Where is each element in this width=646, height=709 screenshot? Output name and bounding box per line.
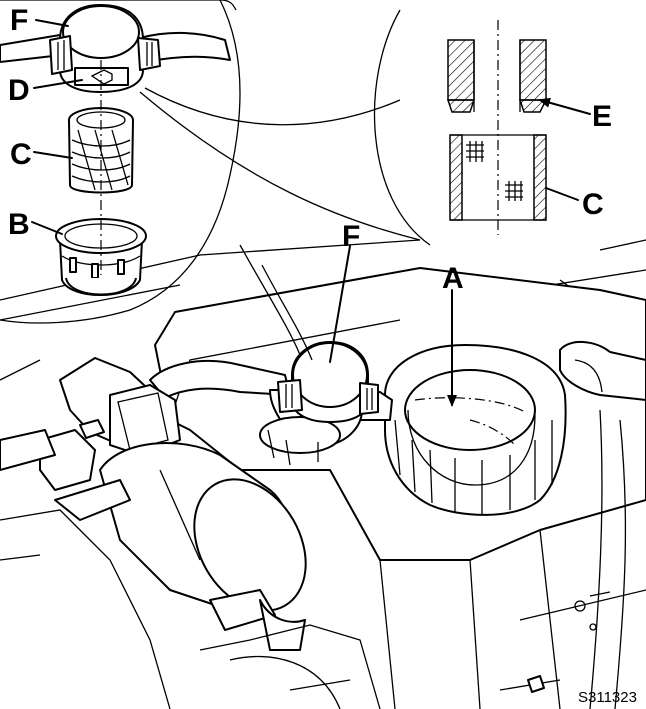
leader-d bbox=[33, 79, 83, 89]
filter-housing-installed bbox=[149, 341, 393, 466]
callout-f-top: F bbox=[10, 4, 28, 37]
callout-b: B bbox=[8, 208, 30, 241]
callout-a: A bbox=[442, 262, 464, 295]
callout-e: E bbox=[592, 100, 612, 133]
leader-f-top bbox=[35, 19, 69, 27]
callout-d: D bbox=[8, 74, 30, 107]
leader-e bbox=[538, 97, 591, 115]
leader-c-left bbox=[33, 151, 73, 159]
leader-f-main bbox=[329, 245, 351, 363]
callout-f-main: F bbox=[342, 220, 360, 253]
callout-c-right: C bbox=[582, 188, 604, 221]
bowl-exploded bbox=[55, 218, 147, 296]
cross-section-detail bbox=[373, 9, 548, 246]
leader-b bbox=[31, 221, 63, 235]
exploded-view-circle bbox=[0, 0, 241, 324]
pump-assembly bbox=[0, 357, 381, 709]
leader-lines bbox=[31, 19, 591, 407]
filler-cap bbox=[384, 344, 567, 516]
figure-id: S311323 bbox=[578, 689, 637, 706]
machine-body-illustration bbox=[0, 239, 646, 709]
callout-c-left: C bbox=[10, 138, 32, 171]
leader-c-right bbox=[545, 187, 579, 201]
